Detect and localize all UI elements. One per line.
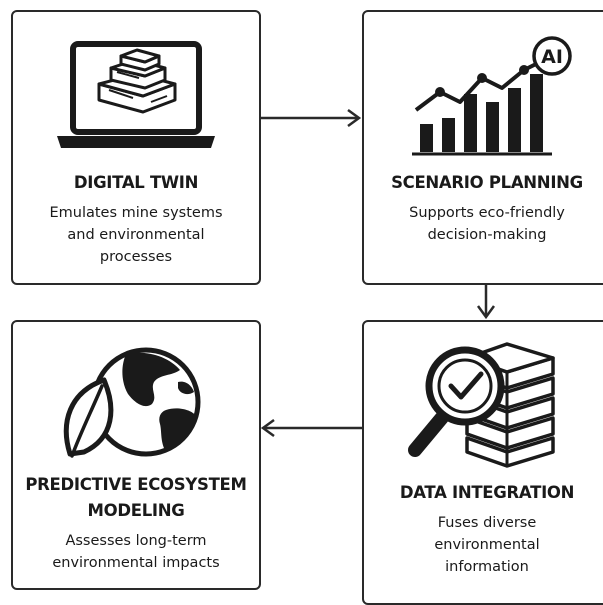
magnifier-database-icon <box>408 342 555 468</box>
card-title: SCENARIO PLANNING <box>391 173 583 192</box>
card-description: Emulates mine systems and environmental … <box>49 205 223 265</box>
card-scenario-planning: AI SCENARIO PLANNING Supports eco-friend… <box>362 10 603 285</box>
arrow-data-to-eco <box>260 418 364 438</box>
card-description: Assesses long-term environmental impacts <box>52 533 220 571</box>
arrow-scenario-to-data <box>476 284 496 320</box>
laptop-mine-icon <box>57 41 215 148</box>
card-description: Supports eco-friendly decision-making <box>409 205 565 243</box>
card-description: Fuses diverse environmental information <box>434 515 540 575</box>
globe-leaf-icon <box>63 347 201 458</box>
arrow-twin-to-scenario <box>260 108 362 128</box>
card-data-integration: DATA INTEGRATION Fuses diverse environme… <box>362 320 603 605</box>
bar-chart-ai-icon: AI <box>412 36 572 156</box>
card-title: DATA INTEGRATION <box>399 483 575 502</box>
card-digital-twin: DIGITAL TWIN Emulates mine systems and e… <box>11 10 261 285</box>
ai-badge-label: AI <box>541 46 563 68</box>
card-title: PREDICTIVE ECOSYSTEM MODELING <box>25 475 247 520</box>
card-predictive-ecosystem-modeling: PREDICTIVE ECOSYSTEM MODELING Assesses l… <box>11 320 261 590</box>
card-title: DIGITAL TWIN <box>73 173 199 192</box>
